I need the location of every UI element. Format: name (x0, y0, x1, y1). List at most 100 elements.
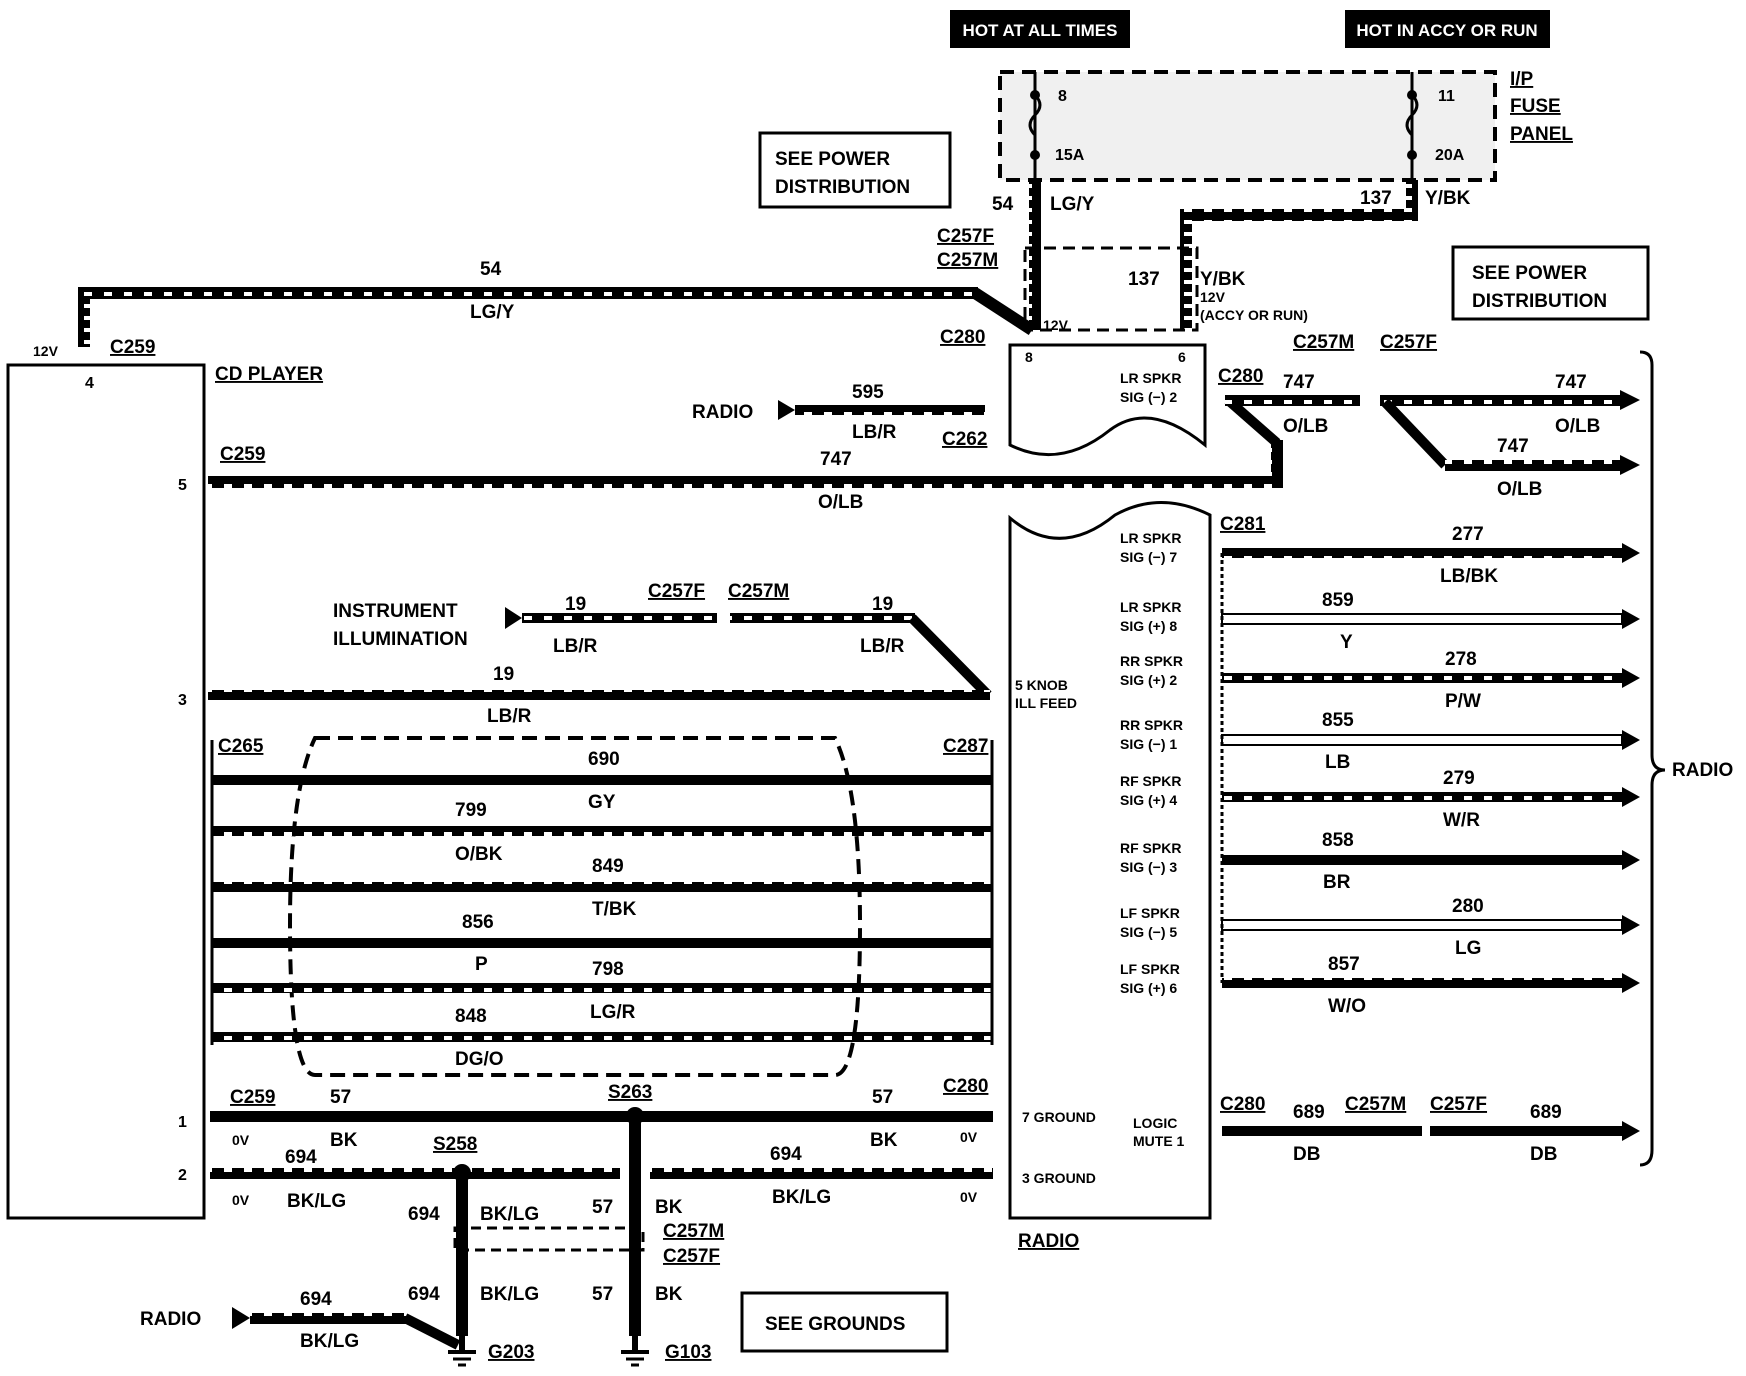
wire-19-num-a: 19 (565, 594, 586, 615)
speaker-wire-858-arrow-icon (1622, 850, 1640, 870)
wire-694-right (650, 1168, 993, 1179)
cd-player-label: CD PLAYER (215, 364, 323, 385)
cd-pin-2: 2 (178, 1167, 187, 1184)
wire-137-num: 137 (1128, 269, 1160, 290)
wire-57-num-right: 57 (872, 1087, 893, 1108)
wire-694-color-lower: BK/LG (480, 1284, 539, 1305)
speaker-pin-7-l1: LF SPKR (1120, 905, 1180, 921)
wire-694-left (210, 1168, 620, 1179)
g103-label: G103 (665, 1342, 711, 1363)
c257f-label-top: C257F (937, 226, 994, 247)
wire-694-num-drop: 694 (408, 1204, 440, 1225)
radio-ref-ground-arrow-icon (232, 1307, 250, 1329)
wire-694-color-drop: BK/LG (480, 1204, 539, 1225)
c257m-label-right: C257M (1293, 332, 1354, 353)
wire-19-color-a: LB/R (553, 636, 598, 657)
wire-54-color: LG/Y (470, 302, 515, 323)
wire-137-top-vertical (1406, 180, 1418, 215)
cable-wire-798 (212, 983, 992, 993)
wire-137-vertical (1180, 209, 1192, 329)
wire-57-vertical (629, 1116, 641, 1336)
wire-747-diagonal (1224, 396, 1281, 447)
wire-595-num: 595 (852, 382, 884, 403)
speaker-wire-2-color: Y (1340, 632, 1353, 653)
wire-137-color: Y/BK (1200, 269, 1246, 290)
radio-ground-7: 7 GROUND (1022, 1109, 1096, 1125)
fuse-11-number: 11 (1438, 88, 1455, 105)
c280-label-top: C280 (940, 327, 985, 348)
fuse-panel-title-2: FUSE (1510, 96, 1561, 117)
wire-57-num-lower: 57 (592, 1284, 613, 1305)
cable-wire-690 (212, 775, 992, 785)
radio-mute-label: MUTE 1 (1133, 1133, 1185, 1149)
radio-main-box (1008, 501, 1212, 1220)
speaker-wire-6-color: BR (1323, 872, 1351, 893)
wire-694-num-left: 694 (285, 1147, 317, 1168)
speaker-wire-278 (1222, 673, 1622, 683)
svg-text:SEE POWER: SEE POWER (775, 149, 890, 170)
speaker-wire-857 (1222, 978, 1622, 988)
c259-label-pin5: C259 (220, 444, 265, 465)
c257f-label-mute: C257F (1430, 1094, 1487, 1115)
wire-694-vertical (456, 1173, 468, 1336)
wire-137-accy-note: (ACCY OR RUN) (1200, 307, 1308, 323)
g103-ground-icon (621, 1336, 649, 1367)
wire-19-diagonal (908, 614, 992, 699)
wire-694-color-right: BK/LG (772, 1187, 831, 1208)
speaker-wire-855 (1221, 734, 1623, 746)
wire-54-color-top: LG/Y (1050, 194, 1095, 215)
speaker-pin-6-l1: RF SPKR (1120, 840, 1181, 856)
cd-pin1-voltage: 0V (232, 1132, 250, 1148)
fuse-11-rating: 20A (1435, 147, 1465, 164)
cd-pin-3: 3 (178, 692, 187, 709)
g203-ground-icon (448, 1336, 476, 1367)
radio-logic-label: LOGIC (1133, 1115, 1177, 1131)
cable-wire-1-color: GY (588, 792, 616, 813)
speaker-wire-859-arrow-icon (1622, 609, 1640, 629)
radio-ill-feed-label: ILL FEED (1015, 695, 1077, 711)
wire-57-color-right: BK (870, 1130, 898, 1151)
wire-54-diagonal (971, 287, 1036, 336)
cable-wire-5-color: LG/R (590, 1002, 636, 1023)
fuse-8-number: 8 (1058, 88, 1067, 105)
c287-label: C287 (943, 736, 988, 757)
speaker-wire-7-color: LG (1455, 938, 1481, 959)
c280-label-right: C280 (1218, 366, 1263, 387)
wire-747-color-left: O/LB (818, 492, 863, 513)
wire-595-color: LB/R (852, 422, 897, 443)
wire-19-num-c: 19 (493, 664, 514, 685)
cd-pin-1: 1 (178, 1114, 187, 1131)
speaker-wire-3-num: 278 (1445, 649, 1477, 670)
wire-57-color-lower: BK (655, 1284, 683, 1305)
speaker-pin-3-l2: SIG (+) 2 (1120, 672, 1177, 688)
cd-pin-5: 5 (178, 477, 187, 494)
speaker-wire-280-arrow-icon (1622, 915, 1640, 935)
speaker-wires (1220, 543, 1640, 993)
radio-pin-6: 6 (1178, 349, 1186, 365)
speaker-wire-labels: 277 LB/BK 859 Y 278 P/W 855 LB 279 W/R 8… (1322, 524, 1498, 1017)
cable-wire-3-num: 849 (592, 856, 624, 877)
wire-747-branch (1381, 398, 1449, 469)
svg-text:DISTRIBUTION: DISTRIBUTION (775, 177, 910, 198)
wire-689-left (1222, 1126, 1422, 1136)
illumination-label: ILLUMINATION (333, 629, 468, 650)
speaker-wire-5-color: W/R (1443, 810, 1480, 831)
wire-747-num-left: 747 (820, 449, 852, 470)
speaker-wire-280 (1221, 919, 1623, 931)
fuse-panel-title-1: I/P (1510, 69, 1534, 90)
radio-top-connector (1008, 343, 1207, 457)
cable-wire-6-num: 848 (455, 1006, 487, 1027)
c281-label: C281 (1220, 514, 1266, 535)
see-grounds-ref: SEE GROUNDS (740, 1291, 949, 1353)
wire-747-num-a: 747 (1283, 372, 1315, 393)
c257m-label-ground: C257M (663, 1221, 724, 1242)
speaker-pin-labels: LR SPKR SIG (−) 7 LR SPKR SIG (+) 8 RR S… (1120, 530, 1183, 996)
wire-747-color-a: O/LB (1283, 416, 1328, 437)
wire-747-out-top (1380, 395, 1620, 406)
wire-19-color-c: LB/R (487, 706, 532, 727)
cable-wire-5-num: 798 (592, 959, 624, 980)
cable-wire-3-color: T/BK (592, 899, 637, 920)
wire-137-horizontal (1180, 209, 1418, 221)
radio-ref-left-label: RADIO (692, 402, 753, 423)
